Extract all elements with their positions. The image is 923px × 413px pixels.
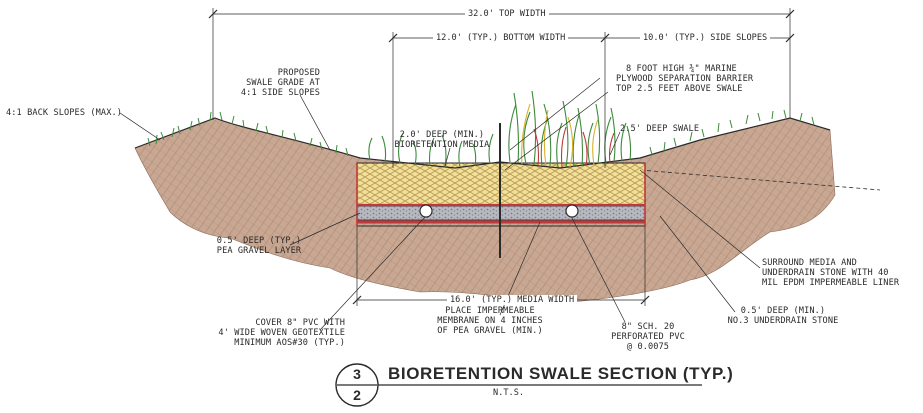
perforated-pvc-line-1: 8" SCH. 20	[621, 322, 675, 332]
proposed-grade-line-2: SWALE GRADE AT	[246, 78, 320, 88]
sheet-number: 2	[353, 387, 361, 403]
perforated-pvc-line-2: PERFORATED PVC	[611, 332, 685, 342]
pea-gravel-line-2: PEA GRAVEL LAYER	[216, 246, 302, 256]
perforated-pipe-left	[419, 204, 433, 218]
pea-gravel-line-1: 0.5' DEEP (TYP.)	[216, 236, 302, 246]
membrane-line-2: MEMBRANE ON 4 INCHES	[437, 316, 543, 326]
membrane-line-3: OF PEA GRAVEL (MIN.)	[437, 326, 543, 336]
underdrain-line-2: NO.3 UNDERDRAIN STONE	[727, 316, 839, 326]
dim-bottom-width: 12.0' (TYP.) BOTTOM WIDTH	[433, 33, 569, 43]
existing-grade-line	[639, 169, 881, 191]
barrier-line-2: PLYWOOD SEPARATION BARRIER	[616, 74, 754, 84]
dimension-ticks	[208, 9, 795, 305]
ground-surface	[134, 117, 831, 169]
proposed-grade-line-1: PROPOSED	[277, 68, 320, 78]
label-back-slopes: 4:1 BACK SLOPES (MAX.)	[6, 108, 123, 118]
liner-line-1: SURROUND MEDIA AND	[762, 258, 857, 268]
leader-lines	[119, 77, 761, 331]
barrier-line-1: 8 FOOT HIGH ¾" MARINE	[626, 64, 737, 74]
barrier-line-3: TOP 2.5 FEET ABOVE SWALE	[616, 84, 743, 94]
media-depth-line-2: BIORETENTION MEDIA	[394, 140, 490, 150]
label-pea-gravel: 0.5' DEEP (TYP.) PEA GRAVEL LAYER	[204, 236, 314, 256]
dim-side-slopes: 10.0' (TYP.) SIDE SLOPES	[640, 33, 771, 43]
label-separation-barrier: 8 FOOT HIGH ¾" MARINE PLYWOOD SEPARATION…	[616, 64, 753, 94]
label-liner: SURROUND MEDIA AND UNDERDRAIN STONE WITH…	[762, 258, 899, 288]
swale-plants-flower	[533, 126, 615, 168]
proposed-grade-line-3: 4:1 SIDE SLOPES	[240, 88, 320, 98]
section-title: BIORETENTION SWALE SECTION (TYP.)	[388, 364, 734, 383]
label-media-depth: 2.0' DEEP (MIN.) BIORETENTION MEDIA	[392, 130, 492, 150]
underdrain-line-1: 0.5' DEEP (MIN.)	[740, 306, 826, 316]
dim-media-width: 16.0' (TYP.) MEDIA WIDTH	[447, 295, 578, 305]
label-perforated-pvc: 8" SCH. 20 PERFORATED PVC @ 0.0075	[600, 322, 696, 352]
membrane-line-1: PLACE IMPERMEABLE	[445, 306, 535, 316]
liner-line-2: UNDERDRAIN STONE WITH 40	[762, 268, 889, 278]
grass-right	[649, 109, 815, 156]
swale-plants-accent	[521, 103, 599, 168]
label-cover-pvc: COVER 8" PVC WITH 4' WIDE WOVEN GEOTEXTI…	[185, 318, 345, 348]
cover-pvc-line-3: MINIMUM AOS#30 (TYP.)	[234, 338, 345, 348]
dim-top-width: 32.0' TOP WIDTH	[465, 9, 549, 19]
perforated-pvc-line-3: @ 0.0075	[626, 342, 670, 352]
media-depth-line-1: 2.0' DEEP (MIN.)	[399, 130, 485, 140]
perforated-pipe-right	[565, 204, 579, 218]
scale-note: N.T.S.	[493, 388, 525, 398]
label-membrane: PLACE IMPERMEABLE MEMBRANE ON 4 INCHES O…	[420, 306, 560, 336]
label-underdrain-stone: 0.5' DEEP (MIN.) NO.3 UNDERDRAIN STONE	[718, 306, 848, 326]
label-proposed-grade: PROPOSED SWALE GRADE AT 4:1 SIDE SLOPES	[230, 68, 320, 98]
cover-pvc-line-2: 4' WIDE WOVEN GEOTEXTILE	[218, 328, 345, 338]
label-swale-depth: 2.5' DEEP SWALE	[620, 124, 700, 134]
liner-line-3: MIL EPDM IMPERMEABLE LINER	[762, 278, 900, 288]
cover-pvc-line-1: COVER 8" PVC WITH	[255, 318, 345, 328]
detail-number: 3	[353, 366, 361, 382]
grass-left	[147, 111, 349, 157]
